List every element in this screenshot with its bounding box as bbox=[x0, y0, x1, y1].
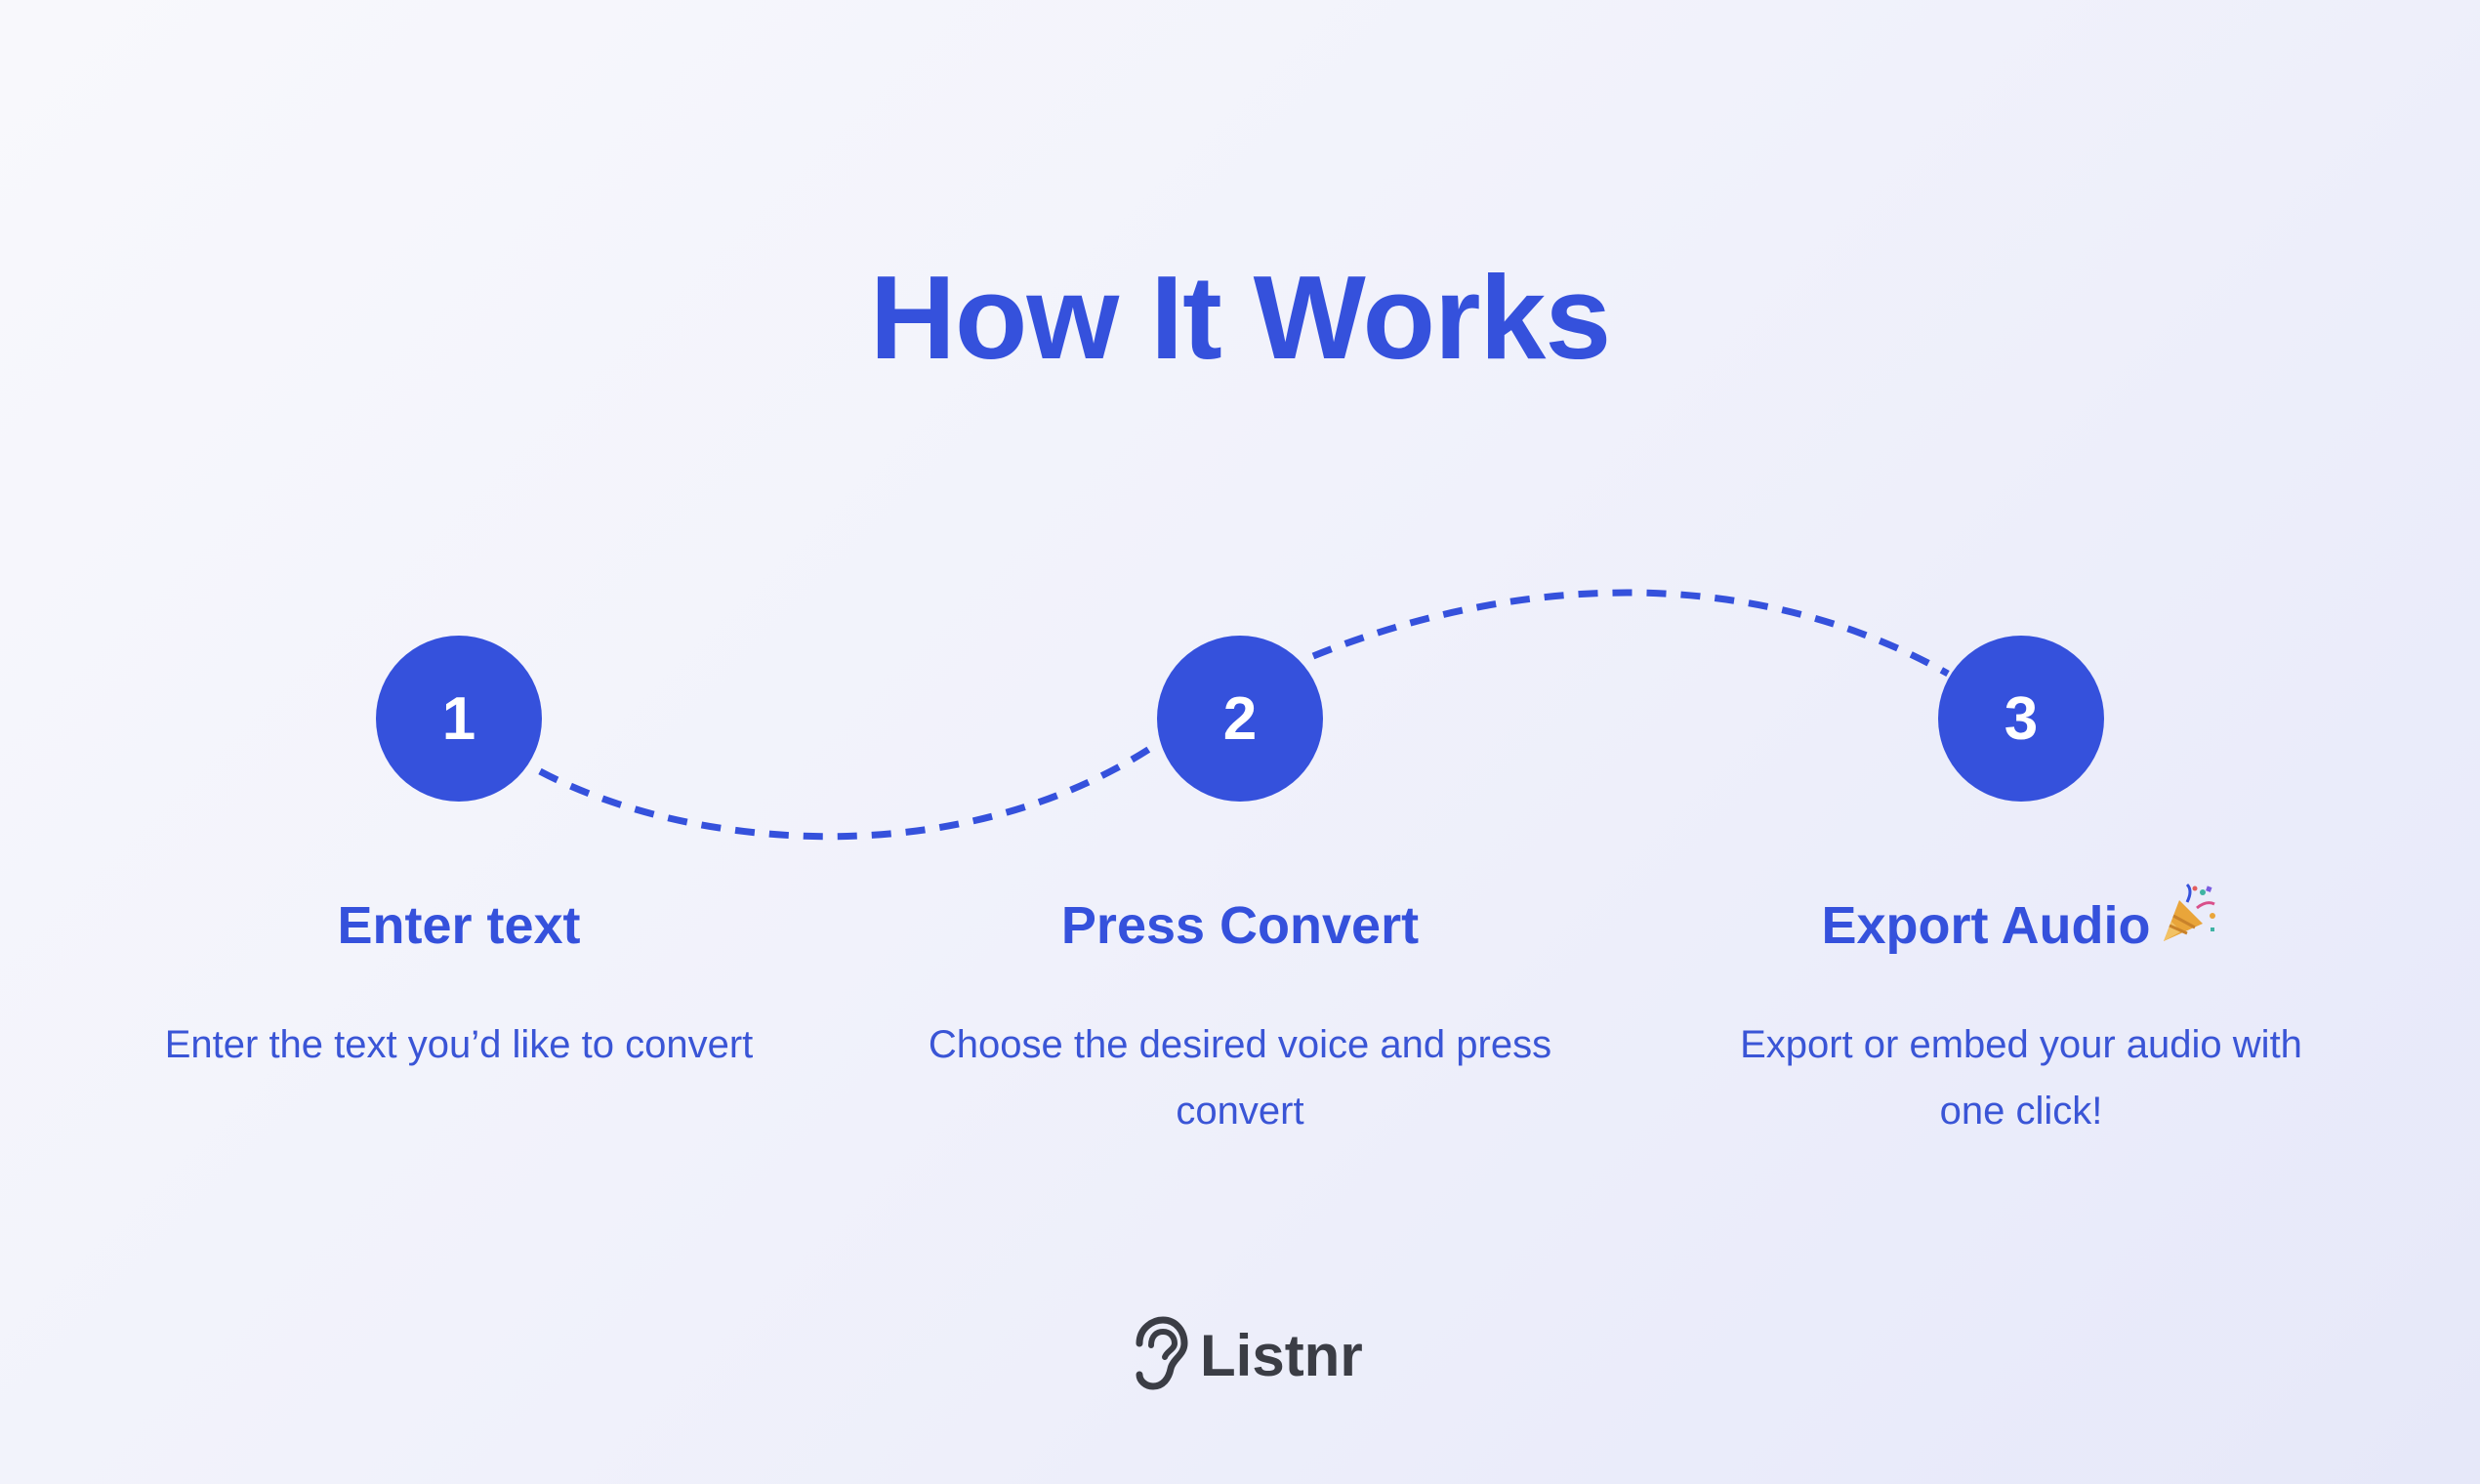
brand-name: Listnr bbox=[1200, 1322, 1363, 1388]
step-3-circle: 3 bbox=[1938, 636, 2104, 802]
ear-icon bbox=[1128, 1316, 1190, 1395]
step-2-circle: 2 bbox=[1157, 636, 1323, 802]
step-2-description: Choose the desired voice and press conve… bbox=[928, 1023, 1552, 1133]
step-3-description: Export or embed your audio with one clic… bbox=[1740, 1023, 2302, 1133]
step-1-circle: 1 bbox=[376, 636, 542, 802]
brand-logo[interactable]: Listnr bbox=[1128, 1316, 1363, 1395]
step-3-number: 3 bbox=[2004, 684, 2039, 753]
step-1-number: 1 bbox=[441, 684, 476, 753]
step-2-title: Press Convert bbox=[1060, 896, 1420, 955]
section-title: How It Works bbox=[869, 251, 1611, 384]
step-3-heading: Export Audio bbox=[1679, 883, 2363, 963]
party-popper-icon bbox=[2158, 883, 2220, 963]
step-1-title: Enter text bbox=[337, 896, 581, 955]
step-3-title: Export Audio bbox=[1821, 896, 2151, 955]
step-2-number: 2 bbox=[1222, 684, 1258, 753]
step-1-description: Enter the text you’d like to convert bbox=[164, 1023, 754, 1066]
